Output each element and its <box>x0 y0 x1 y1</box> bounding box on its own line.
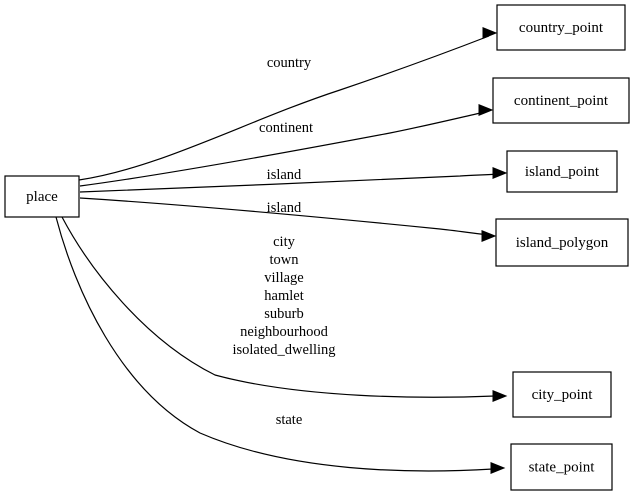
node-state_point[interactable]: state_point <box>510 443 613 491</box>
arrowhead-icon <box>482 27 498 39</box>
arrowhead-icon <box>490 462 506 474</box>
edge-label-island_point: island <box>267 167 302 183</box>
edge-label-line: island <box>267 167 302 183</box>
edge-label-line: village <box>264 270 303 286</box>
nodes-layer: place country_point continent_point island_… <box>4 4 630 491</box>
edge-place-to-island_point <box>79 167 508 193</box>
node-label: island_point <box>525 164 600 180</box>
edge-path <box>55 216 494 472</box>
edge-label-line: city <box>273 234 295 250</box>
edge-path <box>61 216 496 398</box>
edge-label-country_point: country <box>267 55 312 71</box>
edge-path <box>79 197 489 236</box>
node-continent_point[interactable]: continent_point <box>492 77 630 124</box>
edge-label-line: isolated_dwelling <box>232 342 335 358</box>
edge-place-to-city_point <box>61 216 508 402</box>
edge-label-line: town <box>270 252 300 268</box>
edge-place-to-island_polygon <box>79 197 497 242</box>
edge-label-line: hamlet <box>264 288 303 304</box>
node-box[interactable] <box>492 77 630 124</box>
node-box[interactable] <box>495 218 629 267</box>
edge-labels-layer: country continent island island city town vill… <box>232 55 335 428</box>
node-box[interactable] <box>512 371 612 418</box>
edge-path <box>78 35 490 181</box>
edge-place-to-continent_point <box>79 104 494 187</box>
edge-path <box>79 173 500 193</box>
node-box[interactable] <box>4 175 80 218</box>
node-label: state_point <box>529 459 596 475</box>
edge-label-state_point: state <box>276 412 303 428</box>
arrowhead-icon <box>492 390 508 402</box>
edges-layer <box>55 27 508 474</box>
node-island_polygon[interactable]: island_polygon <box>495 218 629 267</box>
node-label: country_point <box>519 20 604 36</box>
edge-label-line: island <box>267 200 302 216</box>
arrowhead-icon <box>478 104 494 116</box>
edge-label-island_polygon: island <box>267 200 302 216</box>
node-country_point[interactable]: country_point <box>496 4 626 51</box>
edge-label-line: country <box>267 55 312 71</box>
node-label: place <box>26 189 58 205</box>
arrowhead-icon <box>481 230 497 242</box>
node-box[interactable] <box>510 443 613 491</box>
edge-place-to-state_point <box>55 216 506 474</box>
edge-label-continent_point: continent <box>259 120 313 136</box>
edge-label-line: suburb <box>264 306 303 322</box>
node-label: city_point <box>532 387 594 403</box>
node-box[interactable] <box>506 150 618 193</box>
edge-label-line: state <box>276 412 303 428</box>
node-place[interactable]: place <box>4 175 80 218</box>
edge-label-line: neighbourhood <box>240 324 329 340</box>
node-city_point[interactable]: city_point <box>512 371 612 418</box>
edge-label-line: continent <box>259 120 313 136</box>
node-box[interactable] <box>496 4 626 51</box>
node-island_point[interactable]: island_point <box>506 150 618 193</box>
node-label: continent_point <box>514 93 609 109</box>
edge-path <box>79 111 486 187</box>
edge-label-city_point: city town village hamlet suburb neighbourhood… <box>232 234 335 358</box>
arrowhead-icon <box>492 167 508 179</box>
node-label: island_polygon <box>516 235 609 251</box>
edge-place-to-country_point <box>78 27 498 181</box>
